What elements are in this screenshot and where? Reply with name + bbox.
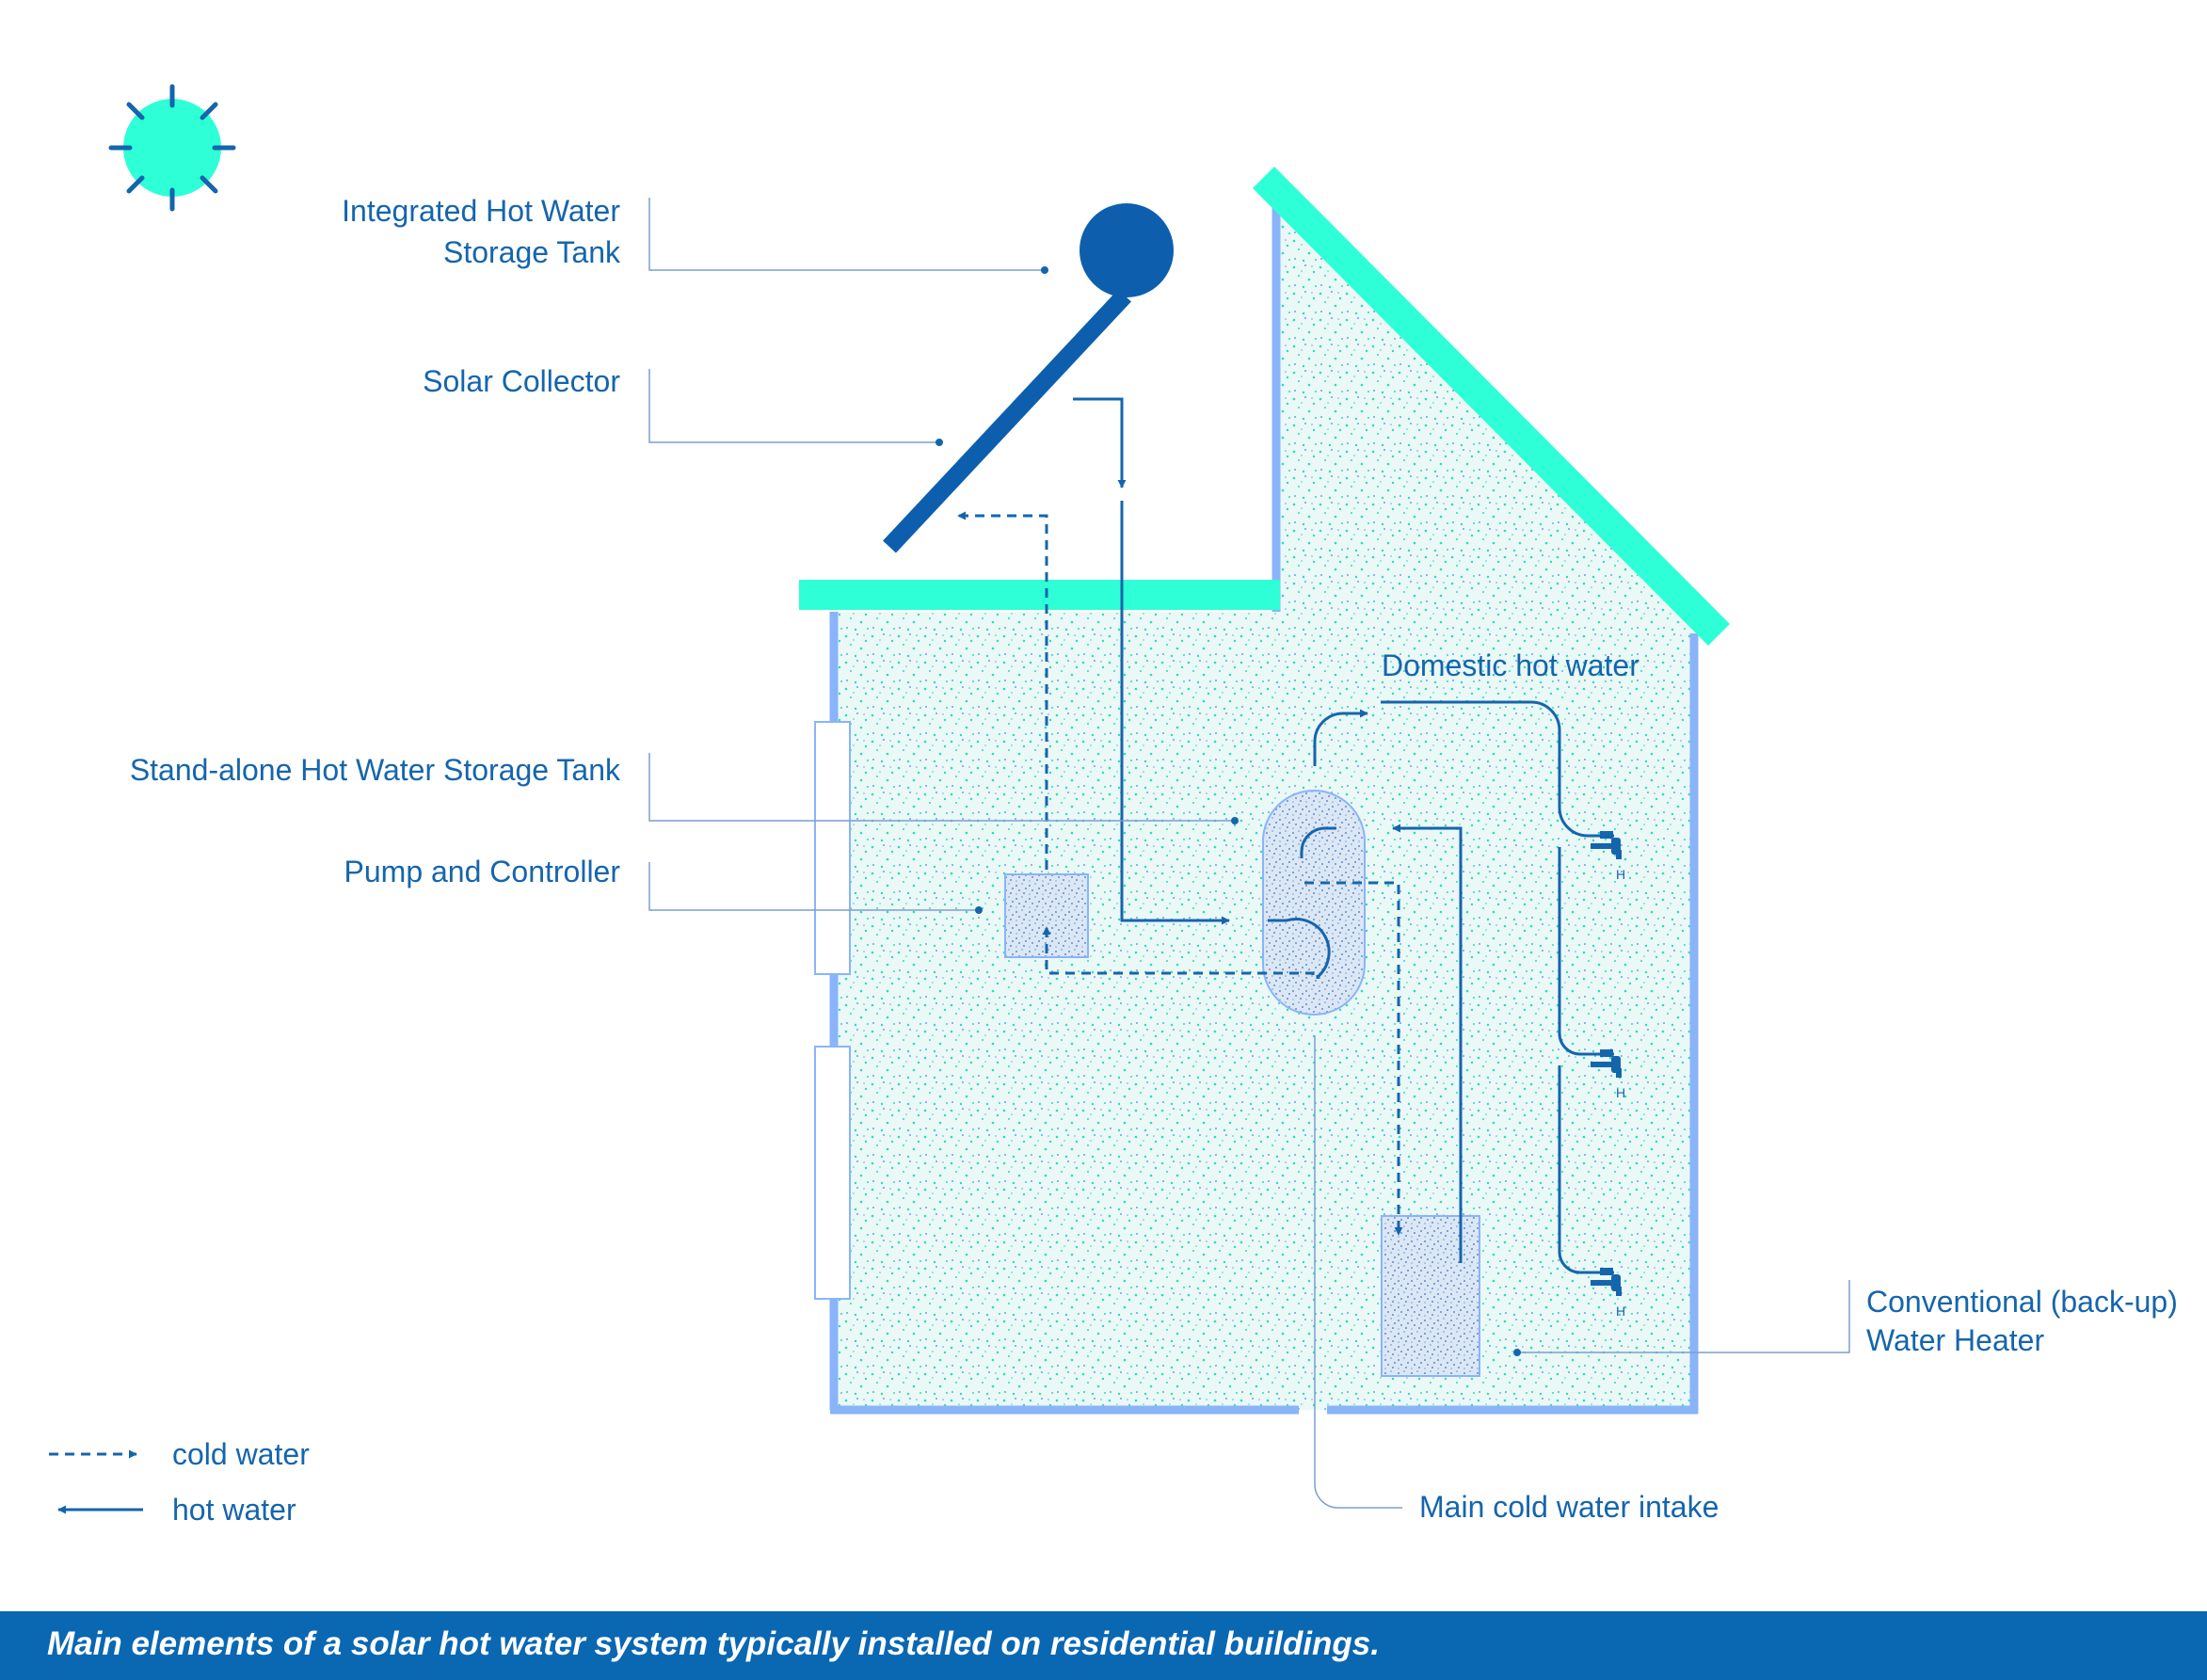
- standalone-tank: [1262, 790, 1366, 1016]
- flat-roof: [799, 580, 1280, 610]
- legend: cold water hot water: [49, 1437, 310, 1527]
- label-pump-controller: Pump and Controller: [344, 855, 621, 888]
- legend-cold-label: cold water: [172, 1437, 310, 1471]
- solar-collector: [883, 289, 1131, 553]
- sun-icon: [108, 84, 236, 212]
- sloped-roof: [1253, 167, 1730, 646]
- label-main-cold-intake: Main cold water intake: [1419, 1490, 1719, 1524]
- pump-controller: [1004, 873, 1089, 958]
- label-backup-heater-1: Conventional (back-up): [1866, 1285, 2178, 1319]
- caption: Main elements of a solar hot water syste…: [47, 1625, 1380, 1662]
- caption-bar: Main elements of a solar hot water syste…: [0, 1611, 2207, 1680]
- faucet-icon: [1591, 1049, 1622, 1078]
- faucet-icon: [1591, 1268, 1622, 1296]
- label-solar-collector: Solar Collector: [423, 364, 620, 398]
- backup-heater: [1381, 1215, 1480, 1377]
- label-integrated-tank-1: Integrated Hot Water: [342, 194, 620, 228]
- cold-water-pipes: [957, 511, 1403, 1236]
- label-standalone-tank: Stand-alone Hot Water Storage Tank: [130, 753, 621, 787]
- label-integrated-tank-2: Storage Tank: [443, 235, 621, 269]
- faucet-mark: H: [1616, 867, 1625, 882]
- faucet-icon: [1591, 831, 1622, 859]
- window: [814, 721, 851, 1300]
- faucet-mark: H: [1616, 1085, 1625, 1100]
- faucet-mark: H: [1616, 1304, 1625, 1319]
- leader-dots: [936, 266, 1521, 1356]
- leader-lines: [648, 198, 1850, 1509]
- label-backup-heater-2: Water Heater: [1866, 1323, 2044, 1357]
- hot-water-pipes: [1073, 397, 1614, 1274]
- legend-hot-label: hot water: [172, 1493, 296, 1527]
- label-domestic-hot-water: Domestic hot water: [1382, 648, 1639, 682]
- integrated-tank: [1080, 203, 1174, 297]
- house-interior: [834, 202, 1694, 1410]
